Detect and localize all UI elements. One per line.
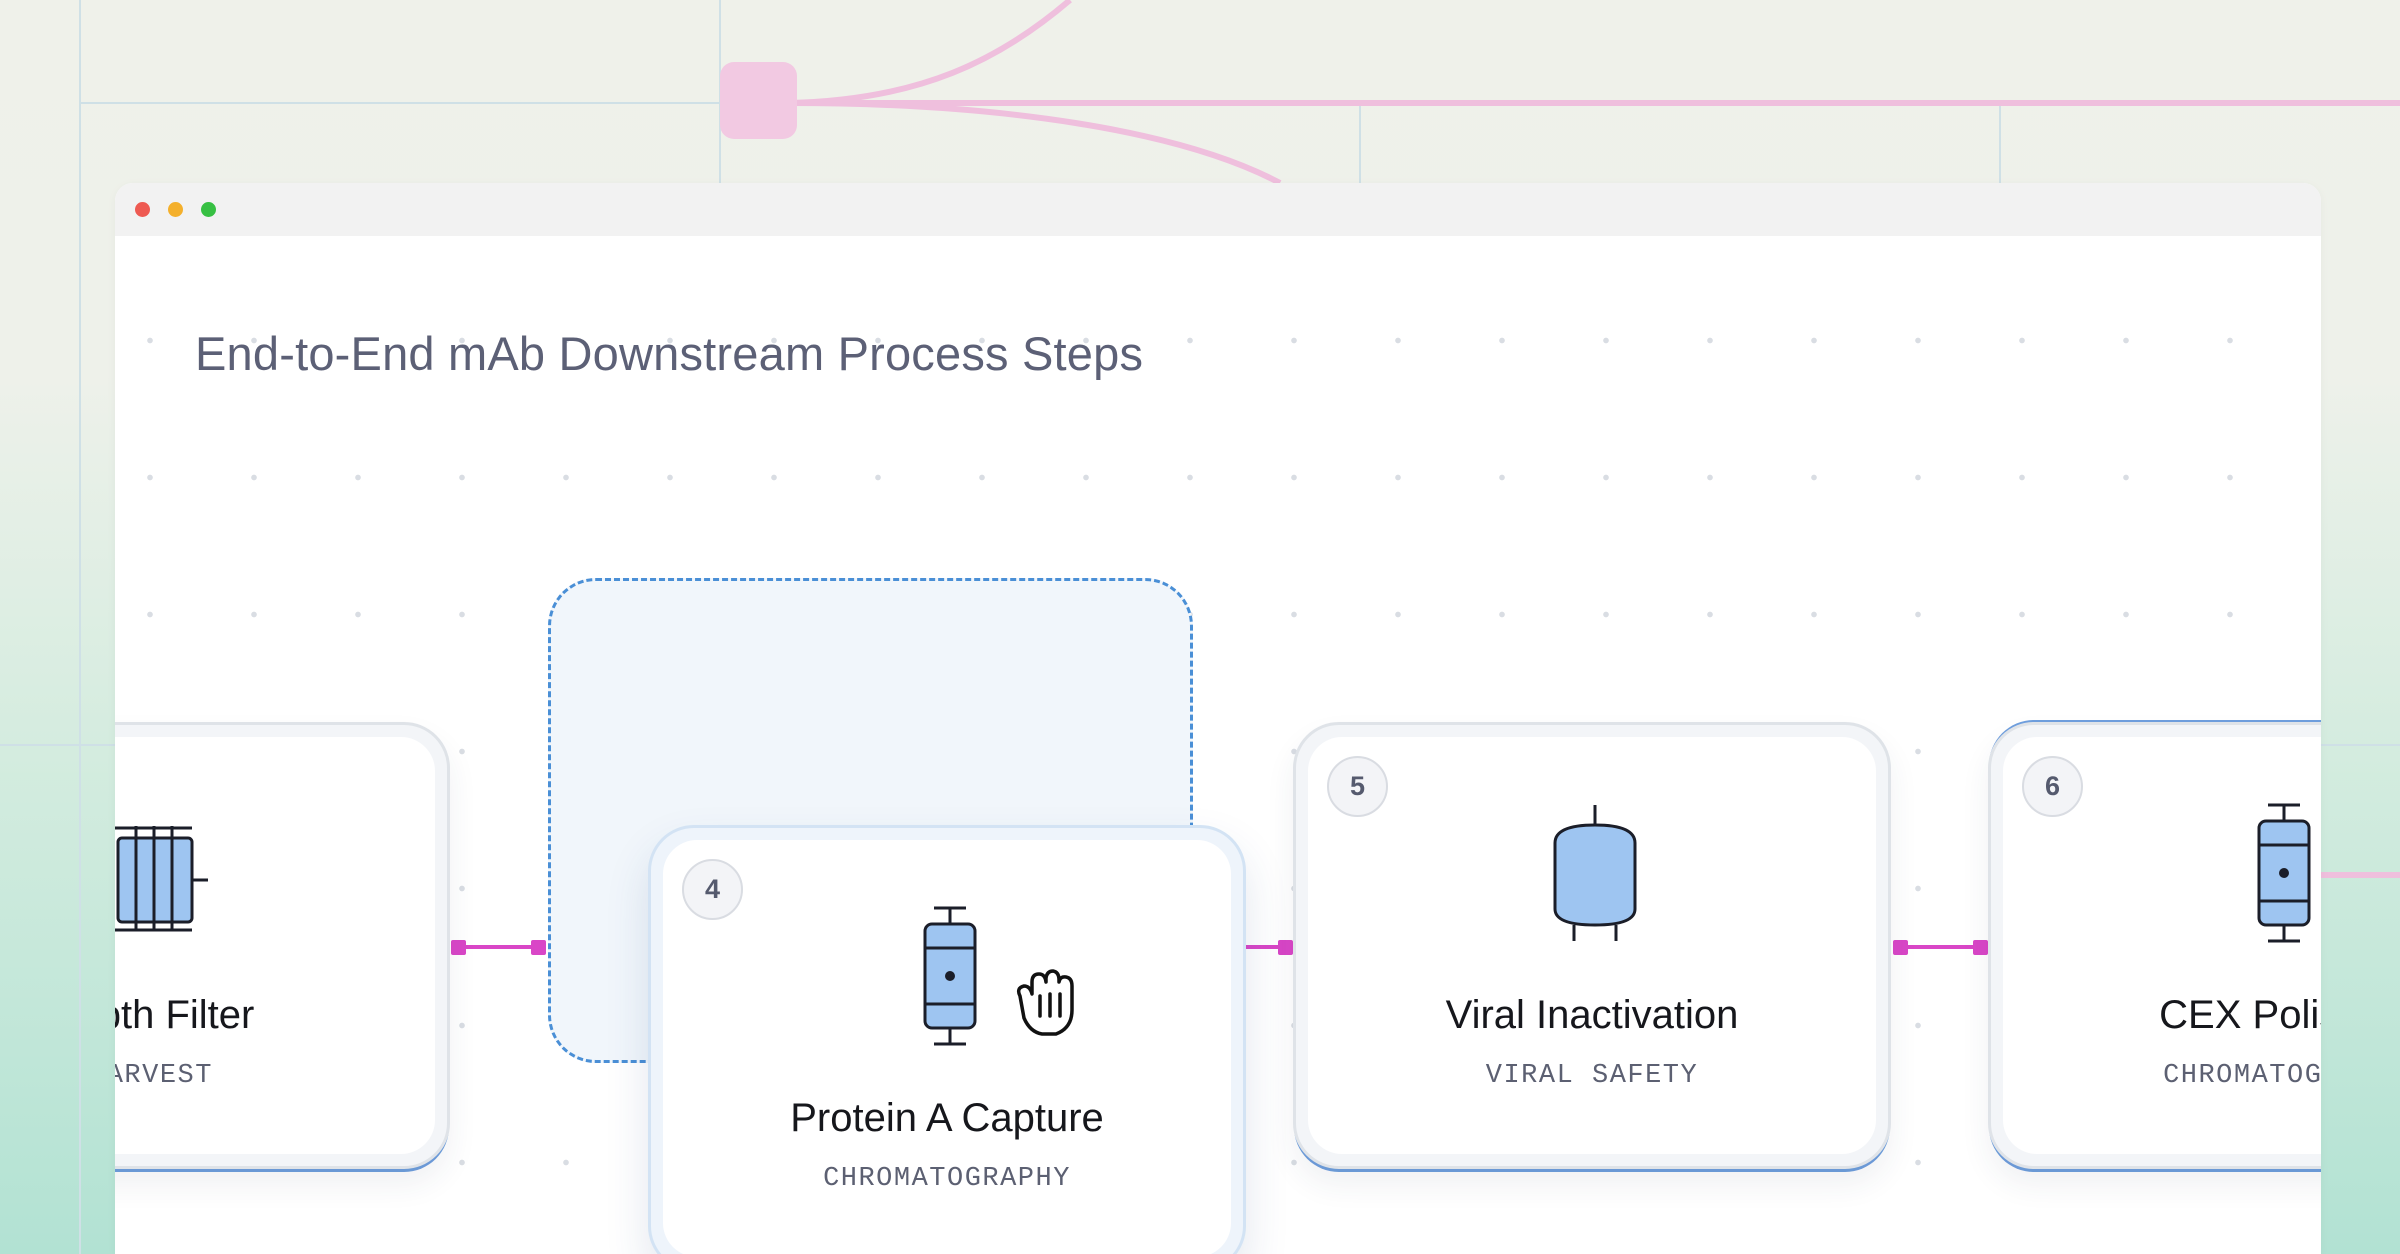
step-category: VIRAL SAFETY	[1485, 1061, 1699, 1091]
step-category: CHROMATOGRAPHY	[2163, 1061, 2321, 1091]
depth-filter-icon	[115, 826, 208, 932]
tank-vessel-icon	[1553, 805, 1637, 941]
close-window-button[interactable]	[135, 202, 150, 217]
step-category: CHROMATOGRAPHY	[823, 1164, 1071, 1194]
step-category: HARVEST	[115, 1061, 213, 1091]
background-node	[720, 62, 797, 139]
connector-port	[1278, 940, 1293, 955]
step-card-cex-polishing[interactable]: 6 CEX Polishing CHROMATOGRAPHY	[1988, 722, 2321, 1169]
connector-port	[451, 940, 466, 955]
page-title: End-to-End mAb Downstream Process Steps	[195, 327, 1144, 380]
chromatography-column-icon	[923, 906, 977, 1046]
step-number-badge: 5	[1327, 756, 1388, 817]
window-titlebar	[115, 183, 2321, 237]
step-title: Protein A Capture	[790, 1096, 1104, 1140]
connector-port	[1973, 940, 1988, 955]
step-title: CEX Polishing	[2159, 993, 2321, 1037]
chromatography-column-icon	[2257, 803, 2311, 943]
maximize-window-button[interactable]	[201, 202, 216, 217]
app-window: End-to-End mAb Downstream Process Steps	[115, 183, 2321, 1254]
step-card-protein-a-capture[interactable]: 4 Protein A Capture CHROMATOGRAPHY	[648, 825, 1246, 1254]
step-number-badge: 4	[682, 859, 743, 920]
connector-port	[531, 940, 546, 955]
step-title: Depth Filter	[115, 993, 255, 1037]
grab-hand-icon	[1016, 969, 1074, 1036]
connector-port	[1893, 940, 1908, 955]
minimize-window-button[interactable]	[168, 202, 183, 217]
step-title: Viral Inactivation	[1445, 993, 1739, 1037]
step-card-viral-inactivation[interactable]: 5 Viral Inactivation VIRAL SAFETY	[1293, 722, 1891, 1169]
step-card-depth-filter[interactable]: Depth Filter HARVEST	[115, 722, 450, 1169]
step-number-badge: 6	[2022, 756, 2083, 817]
process-canvas[interactable]: End-to-End mAb Downstream Process Steps	[115, 236, 2321, 1254]
